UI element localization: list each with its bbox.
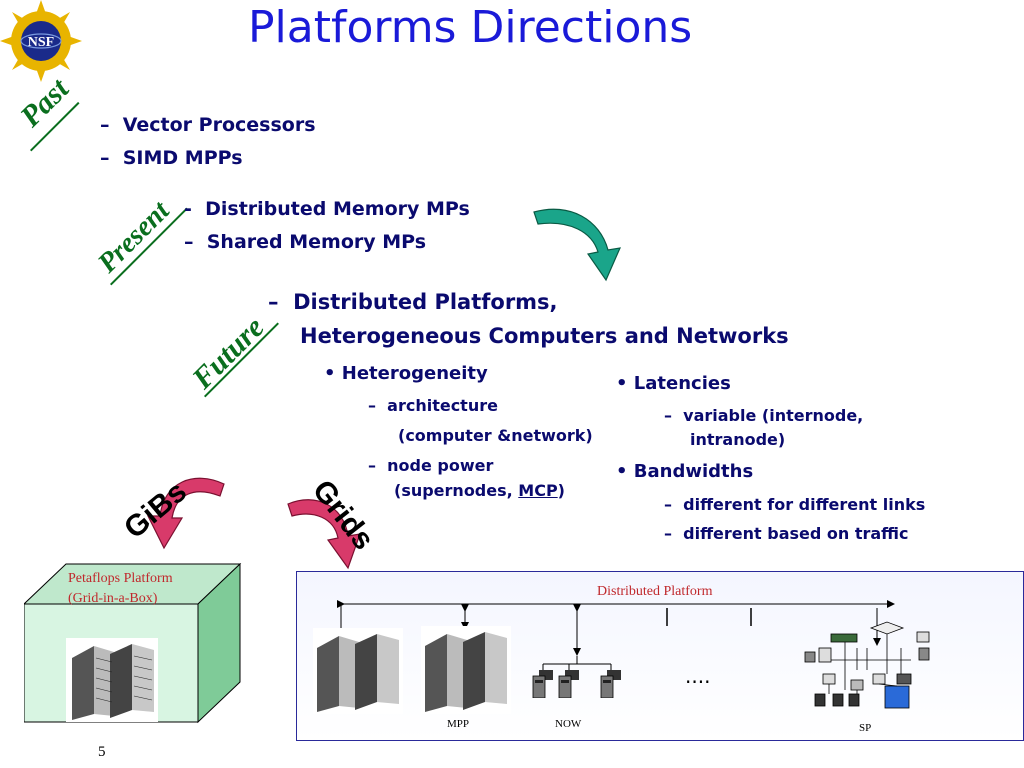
workstation-icon — [557, 670, 583, 699]
mpp-caption: MPP — [447, 718, 470, 730]
page-title: Platforms Directions — [248, 2, 693, 53]
curved-arrow-icon — [530, 202, 630, 286]
node-power-item: – node power — [368, 456, 494, 475]
past-item-1: – Vector Processors — [100, 114, 316, 136]
workstation-icon — [599, 670, 625, 699]
sp-network-icon — [801, 620, 937, 712]
future-item-line2: Heterogeneous Computers and Networks — [300, 324, 789, 348]
mpp-machine-2 — [421, 626, 511, 714]
bandwidths-item-1: – different for different links — [664, 495, 926, 514]
latencies-bullet: • Latencies — [616, 373, 731, 394]
box-label-line1: Petaflops Platform — [68, 571, 173, 586]
latencies-item-line1: – variable (internode, — [664, 406, 864, 425]
petaflops-cube — [22, 562, 242, 724]
page-number: 5 — [98, 744, 106, 760]
gibs-arrow-icon — [138, 466, 228, 552]
heterogeneity-bullet: • Heterogeneity — [324, 363, 488, 384]
present-item-1: - Distributed Memory MPs — [184, 198, 470, 220]
grids-arrow-icon — [286, 492, 376, 572]
distributed-platform-diagram: Distributed Platform — [296, 571, 1024, 741]
sp-caption: SP — [859, 722, 872, 734]
present-item-2: – Shared Memory MPs — [184, 231, 427, 253]
architecture-item: – architecture — [368, 396, 498, 415]
past-item-2: – SIMD MPPs — [100, 147, 243, 169]
architecture-detail: (computer &network) — [398, 426, 593, 445]
node-power-detail: (supernodes, MCP) — [394, 481, 565, 500]
era-label-future: Future — [186, 310, 271, 396]
mpp-machine-1 — [313, 628, 403, 714]
bandwidths-bullet: • Bandwidths — [616, 461, 754, 482]
era-label-present: Present — [92, 195, 176, 279]
diagram-title: Distributed Platform — [597, 584, 713, 599]
bandwidths-item-2: – different based on traffic — [664, 524, 909, 543]
mcp-link[interactable]: MCP — [518, 481, 558, 500]
server-rack-image — [66, 638, 158, 722]
future-item-line1: – Distributed Platforms, — [268, 290, 558, 314]
nsf-logo-text: NSF — [28, 35, 54, 50]
nsf-logo: NSF — [0, 0, 82, 82]
workstation-icon — [531, 670, 557, 699]
latencies-item-line2: intranode) — [690, 430, 786, 449]
now-caption: NOW — [555, 718, 582, 730]
box-label-line2: (Grid-in-a-Box) — [68, 591, 158, 606]
ellipsis: .... — [685, 664, 711, 688]
